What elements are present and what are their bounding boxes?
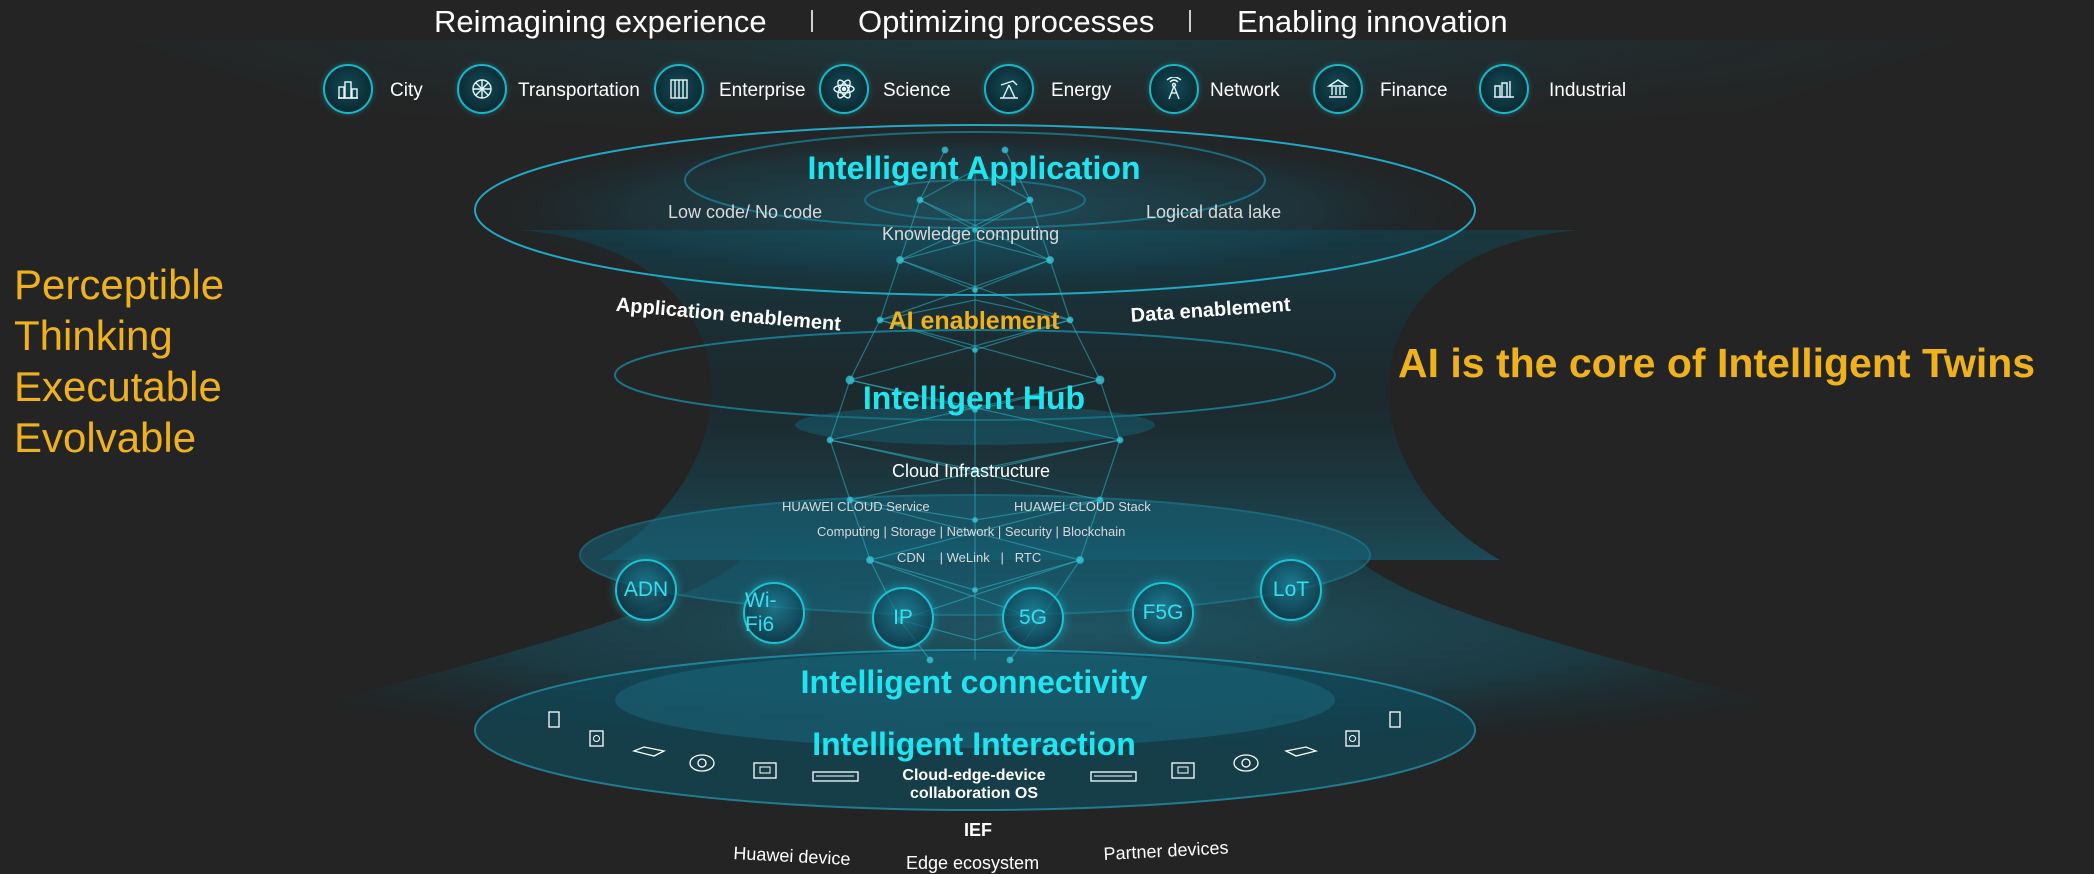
connectivity-layer-title: Intelligent connectivity (800, 664, 1148, 700)
ai-enablement-label: AI enablement (888, 307, 1060, 335)
connectivity-node-5g: 5G (1002, 587, 1064, 649)
industry-label-industrial: Industrial (1549, 80, 1627, 101)
header-item-enabling-innovation: Enabling innovation (1237, 4, 1508, 39)
industry-label-finance: Finance (1380, 80, 1448, 101)
huawei-cloud-stack-label: HUAWEI CLOUD Stack (1014, 499, 1151, 514)
industry-label-enterprise: Enterprise (719, 80, 806, 101)
connectivity-node-lot: LoT (1260, 559, 1322, 621)
industry-label-city: City (390, 80, 423, 101)
edge-box-icon (753, 762, 777, 779)
header-divider (811, 10, 813, 32)
factory-icon (1479, 64, 1529, 114)
bank-icon (1313, 64, 1363, 114)
cloud-infrastructure-label: Cloud Infrastructure (892, 461, 1051, 481)
enterprise-icon (654, 64, 704, 114)
ief-label: IEF (964, 820, 993, 840)
collaboration-os-line1: Cloud-edge-device (902, 767, 1046, 784)
application-layer-title: Intelligent Application (807, 150, 1141, 186)
collaboration-os-line2: collaboration OS (909, 785, 1039, 802)
edge-box-icon (1171, 762, 1195, 779)
hub-layer-title: Intelligent Hub (862, 380, 1086, 416)
router-icon (632, 746, 666, 757)
core-statement: AI is the core of Intelligent Twins (1398, 340, 2036, 386)
header-item-optimizing-processes: Optimizing processes (858, 4, 1155, 39)
header-item-reimagining-experience: Reimagining experience (434, 4, 767, 39)
header-divider (1189, 10, 1191, 32)
industry-label-energy: Energy (1051, 80, 1112, 101)
sensor-icon (589, 730, 604, 747)
server-icon (812, 771, 859, 782)
camera-icon (689, 754, 715, 772)
connectivity-node-adn: ADN (615, 559, 677, 621)
cloud-capabilities-secondary-label: CDN | WeLink | RTC (897, 550, 1042, 565)
connectivity-node-ip: IP (872, 587, 934, 649)
huawei-cloud-service-label: HUAWEI CLOUD Service (782, 499, 930, 514)
interaction-layer-title: Intelligent Interaction (812, 726, 1136, 762)
characteristic-thinking: Thinking (14, 312, 173, 359)
atom-icon (819, 64, 869, 114)
logical-data-lake-label: Logical data lake (1146, 202, 1282, 222)
connectivity-node-f5g: F5G (1132, 582, 1194, 644)
oil-pump-icon (984, 64, 1034, 114)
knowledge-computing-label: Knowledge computing (882, 224, 1060, 244)
router-icon (1284, 746, 1318, 757)
connectivity-node-wifi6: Wi-Fi6 (743, 582, 805, 644)
sensor-icon (1345, 730, 1360, 747)
antenna-tower-icon (1149, 64, 1199, 114)
camera-icon (1233, 754, 1259, 772)
tablet-icon (548, 711, 560, 728)
edge-ecosystem-label: Edge ecosystem (906, 853, 1040, 873)
transportation-icon (457, 64, 507, 114)
industry-label-network: Network (1210, 80, 1280, 101)
cloud-capabilities-label: Computing | Storage | Network | Security… (817, 524, 1126, 539)
characteristic-perceptible: Perceptible (14, 261, 225, 308)
server-icon (1090, 771, 1137, 782)
collaboration-os-label: Cloud-edge-device collaboration OS (902, 767, 1045, 803)
tablet-icon (1389, 711, 1401, 728)
characteristic-evolvable: Evolvable (14, 414, 197, 461)
characteristic-executable: Executable (14, 363, 222, 410)
city-icon (323, 64, 373, 114)
low-code-label: Low code/ No code (668, 202, 823, 222)
industry-label-science: Science (883, 80, 951, 101)
industry-label-transportation: Transportation (518, 80, 640, 101)
